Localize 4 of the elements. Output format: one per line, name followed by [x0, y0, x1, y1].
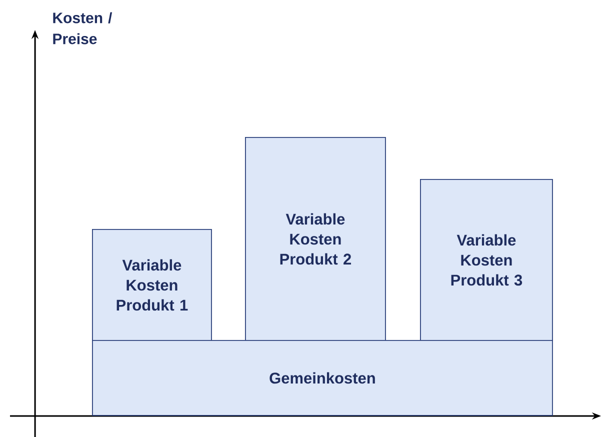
- cost-bar: Variable Kosten Produkt 3: [420, 179, 553, 341]
- axis-label: Kosten / Preise: [53, 12, 112, 44]
- cost-bar: Variable Kosten Produkt 1: [92, 229, 212, 341]
- cost-bar: Variable Kosten Produkt 2: [245, 137, 386, 341]
